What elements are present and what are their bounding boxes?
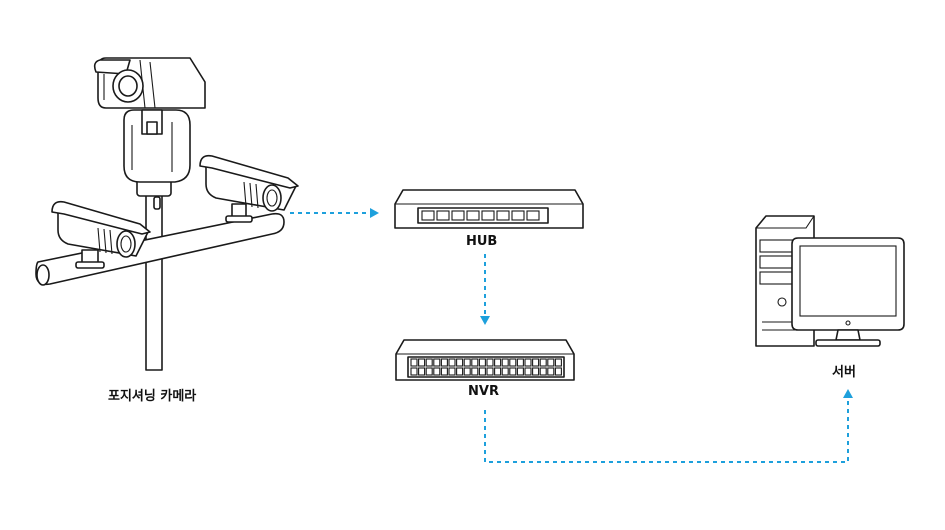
nvr-label: NVR	[468, 384, 499, 399]
server-pc-icon	[755, 215, 905, 347]
nvr-port	[478, 358, 486, 367]
nvr-port	[448, 367, 456, 376]
nvr-port	[478, 367, 486, 376]
nvr-port	[448, 358, 456, 367]
nvr-port	[433, 367, 441, 376]
connector-nvr-to-server	[484, 389, 853, 463]
nvr-port	[509, 358, 517, 367]
nvr-port	[524, 358, 532, 367]
nvr-port	[486, 358, 494, 367]
nvr-port	[539, 358, 547, 367]
nvr-port	[494, 358, 502, 367]
nvr-port	[425, 358, 433, 367]
bullet-camera-icon	[51, 200, 151, 269]
nvr-port	[532, 367, 540, 376]
bullet-camera-icon	[199, 154, 299, 223]
nvr-port	[440, 358, 448, 367]
nvr-port	[539, 367, 547, 376]
nvr-port	[554, 358, 562, 367]
nvr-port	[471, 358, 479, 367]
nvr-port	[471, 367, 479, 376]
nvr-port	[509, 367, 517, 376]
server-label: 서버	[832, 365, 856, 380]
nvr-port	[516, 358, 524, 367]
nvr-port	[410, 358, 418, 367]
nvr-port	[486, 367, 494, 376]
nvr-port	[501, 367, 509, 376]
connector-hub-to-nvr	[480, 254, 490, 325]
nvr-port	[554, 367, 562, 376]
connector-camera-to-hub	[290, 208, 379, 218]
nvr-port	[463, 367, 471, 376]
nvr-port	[547, 358, 555, 367]
nvr-port	[456, 367, 464, 376]
nvr-port	[532, 358, 540, 367]
nvr-port	[501, 358, 509, 367]
nvr-port	[494, 367, 502, 376]
nvr-port	[524, 367, 532, 376]
nvr-port	[418, 358, 426, 367]
nvr-port	[547, 367, 555, 376]
ptz-camera-icon	[93, 57, 206, 183]
hub-icon	[394, 189, 584, 229]
camera-label: 포지셔닝 카메라	[108, 389, 197, 404]
nvr-icon	[395, 339, 575, 381]
nvr-port	[516, 367, 524, 376]
nvr-port	[440, 367, 448, 376]
nvr-port	[456, 358, 464, 367]
nvr-port	[425, 367, 433, 376]
positioning-camera-assembly	[35, 57, 299, 371]
nvr-port	[418, 367, 426, 376]
nvr-port	[410, 367, 418, 376]
hub-label: HUB	[466, 234, 498, 249]
nvr-port	[463, 358, 471, 367]
nvr-port	[433, 358, 441, 367]
